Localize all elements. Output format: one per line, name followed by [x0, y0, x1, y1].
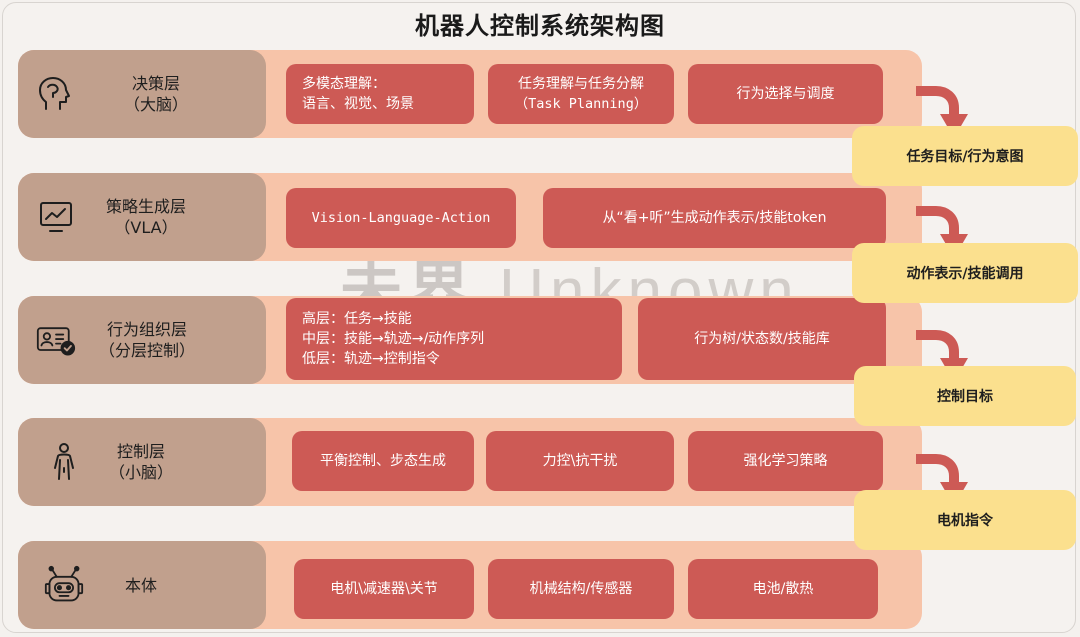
decision-item-task-planning: 任务理解与任务分解 （Task Planning）: [488, 64, 674, 124]
body-item-structure: 机械结构/传感器: [488, 559, 674, 619]
item-line: （Task Planning）: [514, 96, 648, 112]
body-item-battery: 电池/散热: [688, 559, 878, 619]
item-line: 机械结构/传感器: [529, 581, 633, 597]
layer-sub-text: （小脑）: [108, 463, 173, 482]
monitor-chart-icon: [36, 197, 76, 237]
control-item-rl: 强化学习策略: [688, 431, 883, 491]
layer-name-text: 行为组织层: [106, 320, 187, 339]
layer-name-behavior: 行为组织层 （分层控制）: [77, 319, 217, 361]
decision-item-behavior-select: 行为选择与调度: [688, 64, 883, 124]
item-line: 高层：任务→技能: [302, 311, 412, 327]
output-control-target: 控制目标: [854, 366, 1076, 426]
output-label: 控制目标: [937, 389, 993, 405]
item-line: 多模态理解：: [302, 76, 386, 92]
output-motor-command: 电机指令: [854, 490, 1076, 550]
item-line: 低层：轨迹→控制指令: [302, 351, 440, 367]
item-line: 任务理解与任务分解: [517, 76, 644, 92]
control-item-force: 力控\抗干扰: [486, 431, 674, 491]
item-line: 平衡控制、步态生成: [320, 453, 446, 469]
output-skill-call: 动作表示/技能调用: [852, 243, 1078, 303]
layer-label-decision: [18, 50, 266, 138]
person-icon: [44, 442, 84, 482]
behavior-item-hierarchy: 高层：任务→技能 中层：技能→轨迹→/动作序列 低层：轨迹→控制指令: [286, 298, 622, 380]
output-label: 任务目标/行为意图: [906, 149, 1024, 165]
output-label: 动作表示/技能调用: [906, 266, 1024, 282]
layer-name-text: 决策层: [131, 74, 180, 93]
item-line: 从“看+听”生成动作表示/技能token: [602, 210, 827, 226]
layer-name-text: 控制层: [116, 442, 165, 461]
item-line: Vision-Language-Action: [311, 210, 491, 226]
policy-item-vla: Vision-Language-Action: [286, 188, 516, 248]
diagram-title: 机器人控制系统架构图: [415, 12, 665, 40]
robot-icon: [44, 565, 84, 605]
item-line: 行为选择与调度: [736, 86, 835, 102]
body-item-motor: 电机\减速器\关节: [294, 559, 474, 619]
id-card-check-icon: [36, 320, 76, 360]
head-icon: [34, 74, 74, 114]
layer-sub-text: （分层控制）: [98, 341, 195, 360]
output-label: 电机指令: [937, 513, 993, 529]
item-line: 行为树/状态数/技能库: [694, 331, 830, 347]
decision-item-multimodal: 多模态理解： 语言、视觉、场景: [286, 64, 474, 124]
layer-name-text: 本体: [124, 576, 157, 595]
item-line: 强化学习策略: [743, 453, 828, 469]
item-line: 语言、视觉、场景: [302, 96, 414, 112]
output-task-intent: 任务目标/行为意图: [852, 126, 1078, 186]
layer-name-body: 本体: [71, 575, 211, 596]
item-line: 电机\减速器\关节: [330, 581, 438, 597]
item-line: 力控\抗干扰: [542, 453, 618, 469]
item-line: 中层：技能→轨迹→/动作序列: [302, 331, 485, 347]
layer-sub-text: （VLA）: [114, 218, 178, 237]
layer-label-policy: [18, 173, 266, 261]
control-item-balance: 平衡控制、步态生成: [292, 431, 474, 491]
layer-name-decision: 决策层 （大脑）: [86, 73, 226, 115]
layer-name-text: 策略生成层: [105, 197, 186, 216]
behavior-item-tree: 行为树/状态数/技能库: [638, 298, 886, 380]
policy-item-action-token: 从“看+听”生成动作表示/技能token: [543, 188, 886, 248]
item-line: 电池/散热: [752, 581, 814, 597]
layer-sub-text: （大脑）: [123, 95, 188, 114]
layer-name-policy: 策略生成层 （VLA）: [76, 196, 216, 238]
layer-name-control: 控制层 （小脑）: [71, 441, 211, 483]
layer-label-body: [18, 541, 266, 629]
